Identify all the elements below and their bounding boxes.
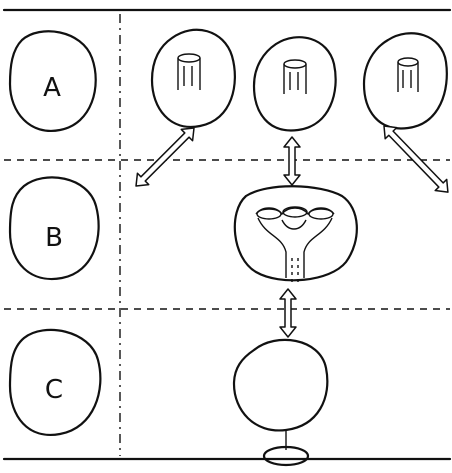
arrow-c-to-b <box>279 288 297 338</box>
row-label-a: A <box>8 30 97 133</box>
row-label-b-text: B <box>45 223 63 253</box>
arrow-b-to-a-left <box>135 127 195 187</box>
stem-cell <box>232 338 329 467</box>
row-label-b: B <box>8 176 100 281</box>
differentiated-cell-right <box>362 32 448 130</box>
differentiated-cell-middle <box>252 36 337 132</box>
row-label-c-text: C <box>45 375 63 405</box>
arrow-b-to-a-middle <box>283 136 301 186</box>
arrow-b-to-a-right <box>383 125 449 193</box>
row-label-a-text: A <box>43 73 61 103</box>
differentiated-cell-left <box>150 28 236 129</box>
progenitor-cell <box>233 185 358 286</box>
row-label-c: C <box>8 328 102 437</box>
